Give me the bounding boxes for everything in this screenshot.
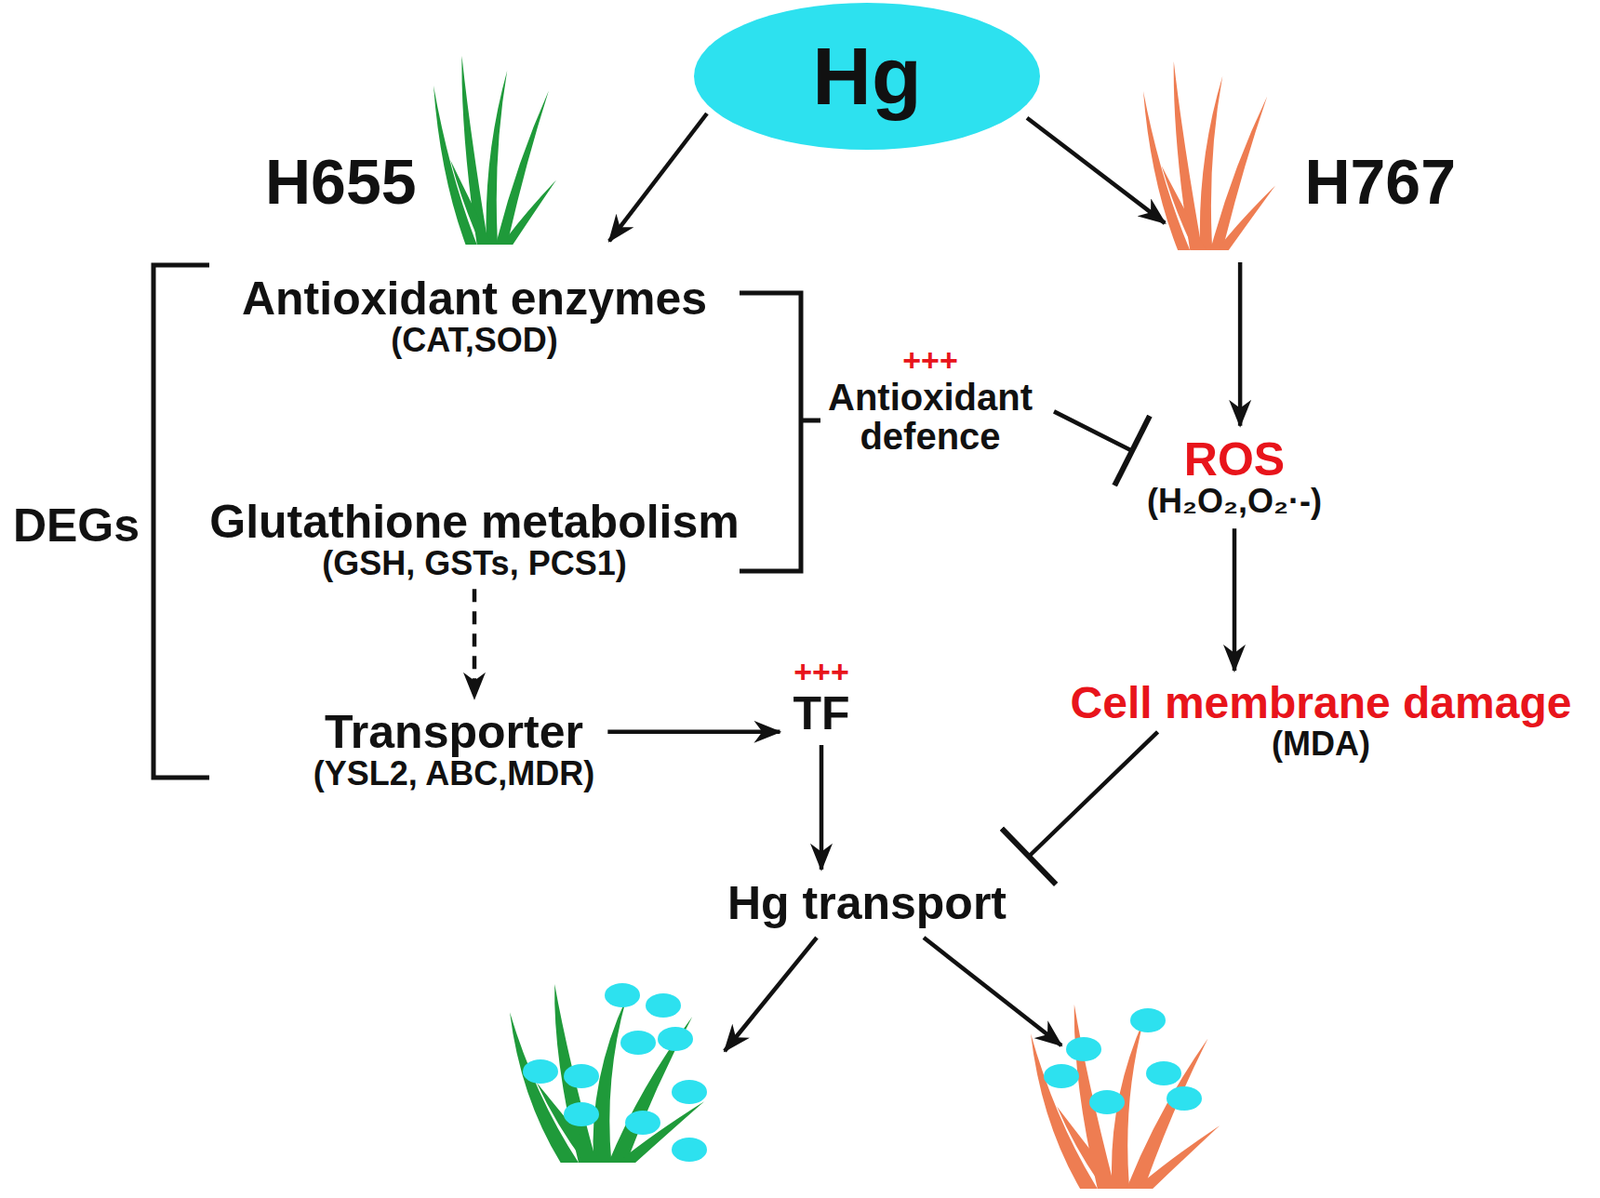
inhibition-line bbox=[1028, 732, 1159, 857]
node-subtitle: (YSL2, ABC,MDR) bbox=[313, 756, 596, 792]
cultivar-label: H767 bbox=[1139, 51, 1456, 252]
node-title: Antioxidant enzymes bbox=[241, 274, 707, 324]
mercury-dots bbox=[522, 983, 1202, 1162]
arrow-connector bbox=[819, 745, 825, 870]
node-subtitle: (H₂O₂,O₂·-) bbox=[1146, 483, 1322, 520]
hg-ellipse-shape bbox=[693, 2, 1040, 150]
defence-bracket bbox=[739, 293, 821, 572]
node-title: H655 bbox=[265, 148, 417, 215]
deg-group: Antioxidant enzymes(CAT,SOD) bbox=[236, 272, 713, 360]
cultivar-label: H655 bbox=[265, 51, 610, 252]
node-subtitle: TF bbox=[792, 689, 850, 739]
ros-node: ROS(H₂O₂,O₂·-) bbox=[1141, 433, 1328, 521]
arrow-connector bbox=[607, 730, 780, 735]
result-arrow bbox=[923, 937, 1062, 1046]
node-subtitle: Antioxidant defence bbox=[819, 377, 1041, 456]
tf-node: +++TF bbox=[786, 653, 855, 740]
node-title: Hg bbox=[812, 33, 921, 120]
damage-node: Cell membrane damage(MDA) bbox=[1065, 678, 1578, 764]
degs-bracket bbox=[153, 265, 210, 778]
arrow-connector bbox=[609, 113, 707, 241]
defence-node: +++Antioxidant defence bbox=[813, 342, 1047, 458]
arrow-connector bbox=[472, 588, 478, 699]
node-title: H767 bbox=[1304, 148, 1456, 215]
arrow-connector bbox=[1238, 262, 1243, 427]
node-subtitle: (GSH, GSTs, PCS1) bbox=[209, 546, 740, 582]
node-title: +++ bbox=[792, 655, 850, 690]
node-subtitle: (CAT,SOD) bbox=[241, 322, 707, 359]
node-title: Cell membrane damage bbox=[1070, 680, 1573, 727]
node-title: Transporter bbox=[313, 707, 596, 758]
inhibition-line bbox=[1053, 411, 1133, 451]
node-subtitle: (MDA) bbox=[1070, 726, 1573, 762]
orange-plant-hg bbox=[1030, 1004, 1220, 1189]
arrow-connector bbox=[1026, 118, 1165, 224]
node-title: ROS bbox=[1146, 435, 1322, 485]
green-plant bbox=[433, 55, 557, 245]
green-plant-hg bbox=[509, 984, 705, 1163]
arrow-connector bbox=[1232, 528, 1238, 671]
deg-group: Transporter(YSL2, ABC,MDR) bbox=[307, 706, 601, 794]
transport-node: Hg transport bbox=[721, 877, 1013, 931]
group-label: DEGs bbox=[13, 498, 140, 553]
node-title: Hg transport bbox=[727, 879, 1007, 929]
deg-group: Glutathione metabolism(GSH, GSTs, PCS1) bbox=[203, 495, 746, 584]
hg-ellipse: Hg bbox=[693, 1, 1041, 151]
node-title: +++ bbox=[819, 344, 1041, 378]
node-title: Glutathione metabolism bbox=[209, 497, 740, 547]
result-arrow bbox=[724, 937, 817, 1052]
